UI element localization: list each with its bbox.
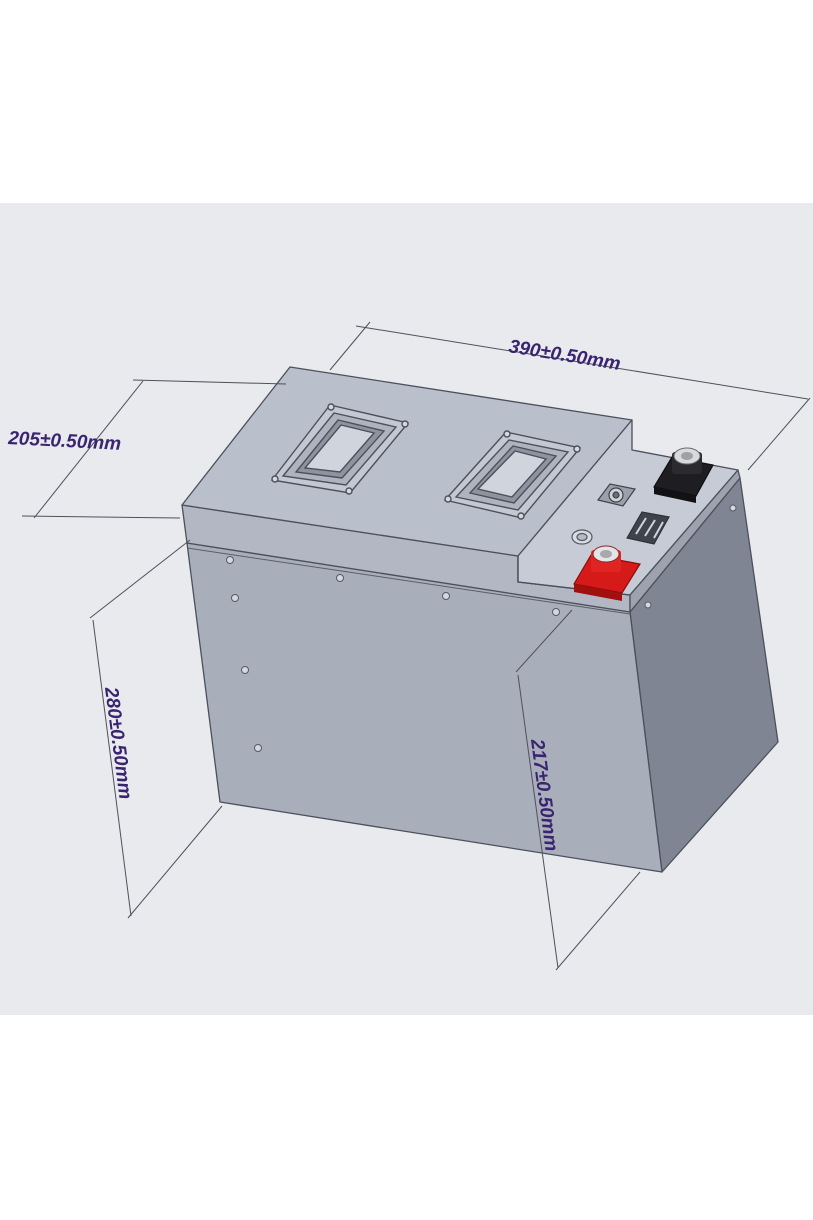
screw [644,601,652,609]
red-positive-terminal-icon [573,545,641,601]
switch-block-icon [626,511,670,545]
front-panel-seam [186,547,631,615]
case-screws [226,504,737,752]
screw [442,592,450,600]
height-total-extension-bottom [127,805,223,919]
width-dimension-line [33,380,144,519]
screw [226,556,234,564]
dimension-lines [21,321,811,971]
screw [231,594,239,602]
length-extension-right [747,397,811,471]
height-total-dimension-line [92,619,132,917]
communication-port-icon [596,483,637,507]
height-body-extension-bottom [555,871,641,971]
length-dimension-line [355,325,809,400]
length-extension-left [329,321,371,371]
screw [241,666,249,674]
screw [336,574,344,582]
screw [729,504,737,512]
height-body-dimension-line [517,674,559,969]
step-riser [517,469,741,613]
status-indicator-icon [571,529,593,545]
width-extension-bottom [21,515,181,519]
black-negative-terminal-icon [653,447,714,503]
height-total-extension-top [89,539,191,619]
screw [552,608,560,616]
width-extension-top [132,379,287,385]
carry-handle-icon [443,430,582,520]
carry-handle-icon [270,403,410,495]
screw [254,744,262,752]
height-body-extension-top [515,609,573,673]
